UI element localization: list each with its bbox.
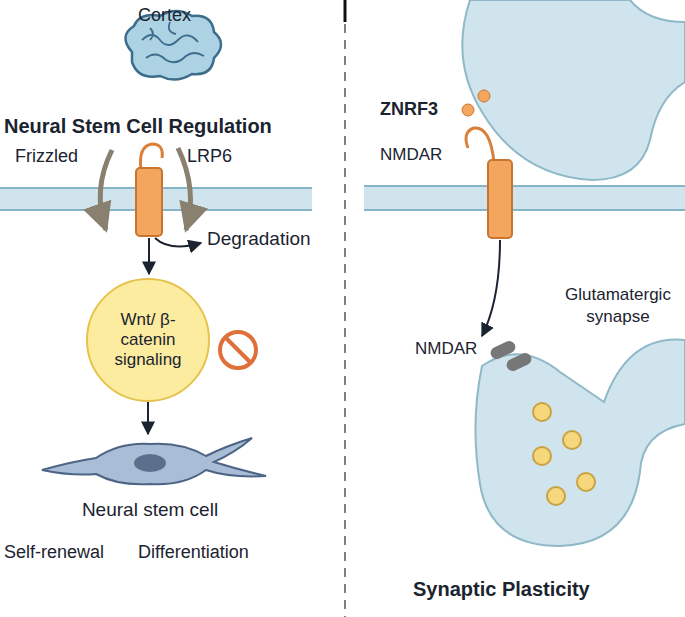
neural-stem-cell-illustration bbox=[42, 438, 266, 484]
process-label: Degradation bbox=[207, 228, 311, 250]
cell-node: Neural stem cell bbox=[30, 434, 270, 522]
nmdar-channel bbox=[489, 339, 534, 373]
signaling-circle: Wnt/ β-catenin signaling bbox=[86, 278, 210, 402]
receptor-protein bbox=[136, 144, 162, 236]
glutamate-molecule bbox=[478, 90, 490, 102]
region-label: Cortex bbox=[138, 4, 191, 26]
receptor-label: NMDAR bbox=[415, 338, 477, 360]
receptor-protein bbox=[466, 128, 512, 238]
outcome-label: Self-renewal bbox=[4, 541, 104, 563]
synapse-label: Glutamatergic synapse bbox=[552, 284, 684, 328]
trafficking-arrow bbox=[482, 240, 500, 336]
panel-heading: Neural Stem Cell Regulation bbox=[4, 115, 272, 137]
panel-heading: Synaptic Plasticity bbox=[413, 578, 590, 600]
protein-label: ZNRF3 bbox=[380, 98, 438, 120]
presynaptic-terminal bbox=[462, 0, 685, 180]
signal-arrow bbox=[148, 238, 150, 274]
receptor-label: NMDAR bbox=[380, 144, 442, 166]
panel-divider bbox=[344, 24, 346, 617]
receptor-label: Frizzled bbox=[15, 145, 78, 167]
synaptic-vesicle bbox=[533, 403, 595, 505]
flow-arrow bbox=[147, 402, 149, 434]
postsynaptic-spine bbox=[475, 340, 685, 546]
degradation-arrow bbox=[155, 238, 201, 247]
outcome-label: Differentiation bbox=[138, 541, 249, 563]
inhibition-symbol bbox=[220, 332, 256, 368]
cell-membrane bbox=[364, 186, 685, 210]
receptor-label: LRP6 bbox=[187, 145, 232, 167]
glutamate-molecule bbox=[462, 104, 474, 116]
node-text: Wnt/ β-catenin signaling bbox=[105, 310, 191, 370]
cell-label: Neural stem cell bbox=[30, 500, 270, 520]
panel-divider bbox=[344, 0, 347, 22]
curved-arrow bbox=[100, 150, 112, 230]
